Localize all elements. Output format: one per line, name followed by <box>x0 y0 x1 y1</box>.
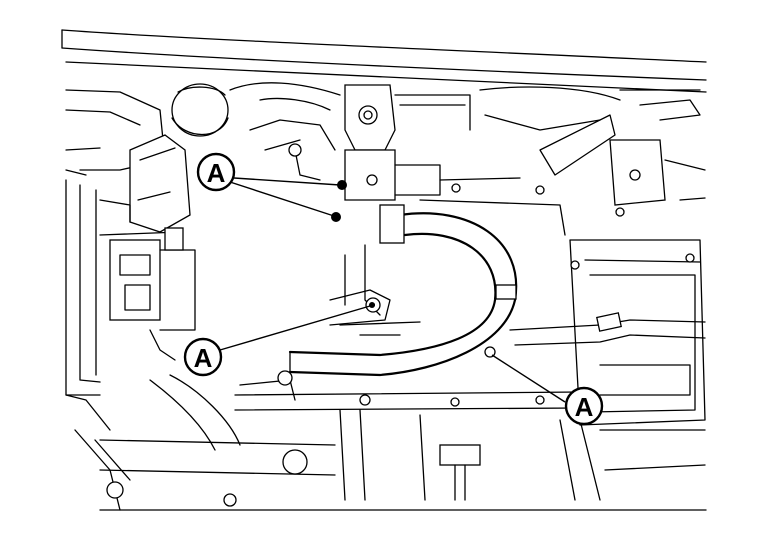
callout-a-label: A <box>575 392 594 422</box>
engine-top <box>229 82 341 181</box>
leader-lines <box>219 177 566 403</box>
lower-left-assembly <box>106 370 308 507</box>
wiring-harness <box>288 204 518 377</box>
engine-mount-bracket <box>344 84 471 201</box>
fuse-block <box>109 227 196 361</box>
callout-a-label: A <box>194 343 213 373</box>
cowl-panel <box>61 29 707 93</box>
reservoir-cap <box>171 83 229 137</box>
callout-a-bottom-right: A <box>564 386 604 426</box>
right-lower-tray <box>509 239 706 426</box>
right-bracket <box>451 86 706 217</box>
callout-a-top-left: A <box>196 152 236 192</box>
callout-a-middle-left: A <box>183 337 223 377</box>
subframe <box>99 391 706 501</box>
callout-a-label: A <box>207 158 226 188</box>
battery-box <box>99 134 191 236</box>
harness-clamp-bolts <box>331 180 496 358</box>
